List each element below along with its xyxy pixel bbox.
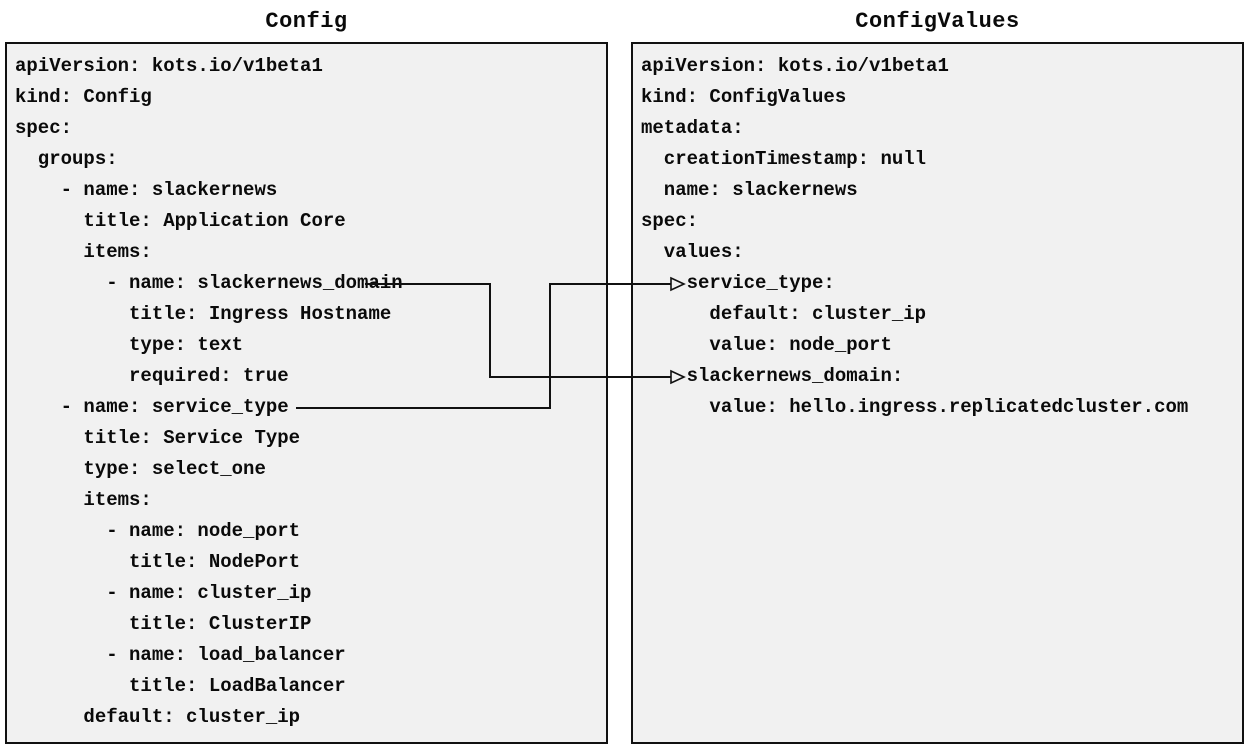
yaml-line: metadata: — [641, 117, 744, 139]
yaml-line: apiVersion: kots.io/v1beta1 — [15, 55, 323, 77]
yaml-line: required: true — [15, 365, 289, 387]
yaml-line: type: select_one — [15, 458, 266, 480]
yaml-line: apiVersion: kots.io/v1beta1 — [641, 55, 949, 77]
yaml-line: creationTimestamp: null — [641, 148, 927, 170]
yaml-line: - name: service_type — [15, 396, 289, 418]
yaml-line: value: node_port — [641, 334, 892, 356]
yaml-line: groups: — [15, 148, 118, 170]
yaml-line: - name: cluster_ip — [15, 582, 312, 604]
yaml-line: name: slackernews — [641, 179, 858, 201]
yaml-line: slackernews_domain: — [641, 365, 904, 387]
yaml-line: - name: slackernews — [15, 179, 278, 201]
yaml-line: title: Application Core — [15, 210, 346, 232]
yaml-line: title: NodePort — [15, 551, 301, 573]
yaml-line: spec: — [15, 117, 73, 139]
config-yaml-lines: apiVersion: kots.io/v1beta1 kind: Config s… — [15, 51, 598, 733]
configvalues-yaml-panel: apiVersion: kots.io/v1beta1 kind: ConfigV… — [631, 42, 1244, 744]
yaml-line: default: cluster_ip — [641, 303, 927, 325]
yaml-line: title: LoadBalancer — [15, 675, 346, 697]
left-panel-title: Config — [265, 9, 348, 34]
yaml-line: spec: — [641, 210, 699, 232]
yaml-line: title: ClusterIP — [15, 613, 312, 635]
yaml-line: items: — [15, 241, 152, 263]
right-panel-title: ConfigValues — [855, 9, 1020, 34]
yaml-line: type: text — [15, 334, 244, 356]
yaml-line: values: — [641, 241, 744, 263]
yaml-line: kind: ConfigValues — [641, 86, 847, 108]
yaml-line: title: Service Type — [15, 427, 301, 449]
yaml-line: default: cluster_ip — [15, 706, 301, 728]
yaml-line: value: hello.ingress.replicatedcluster.c… — [641, 396, 1189, 418]
yaml-line: service_type: — [641, 272, 835, 294]
config-yaml-panel: apiVersion: kots.io/v1beta1 kind: Config s… — [5, 42, 608, 744]
yaml-line: - name: load_balancer — [15, 644, 346, 666]
yaml-line: - name: node_port — [15, 520, 301, 542]
yaml-line: items: — [15, 489, 152, 511]
yaml-line: title: Ingress Hostname — [15, 303, 392, 325]
yaml-line: kind: Config — [15, 86, 152, 108]
configvalues-yaml-lines: apiVersion: kots.io/v1beta1 kind: ConfigV… — [641, 51, 1234, 423]
yaml-line: - name: slackernews_domain — [15, 272, 403, 294]
